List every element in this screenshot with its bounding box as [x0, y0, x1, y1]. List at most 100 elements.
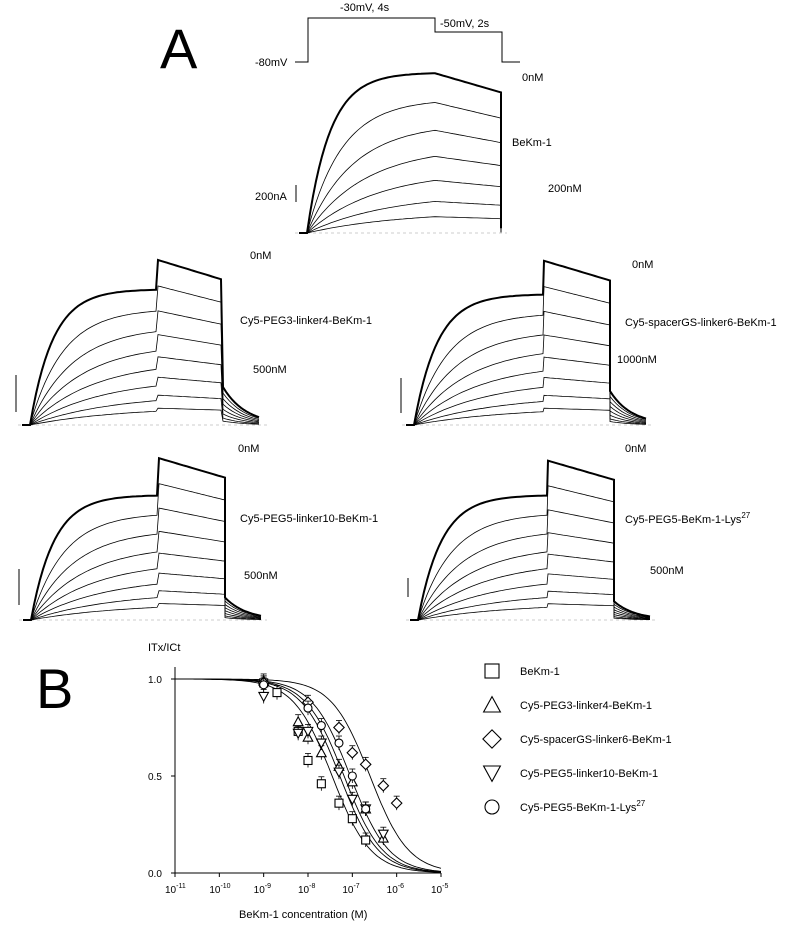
data-point-triangle-down: [315, 738, 328, 749]
trace-g2-high-label: 500nM: [244, 570, 278, 582]
current-trace: [299, 72, 502, 234]
legend-marker-triangle-down: [482, 765, 502, 783]
data-point-triangle-down: [377, 829, 390, 841]
trace-top-name: BeKm-1: [512, 137, 552, 149]
trace-panel-spacergs-linker6: 0nM Cy5-spacerGS-linker6-BeKm-1 1000nM: [400, 259, 777, 426]
data-point-square: [347, 814, 357, 824]
y-tick-label: 0.5: [148, 772, 162, 783]
current-trace: [23, 530, 262, 621]
trace-g0-high-label: 500nM: [253, 364, 287, 376]
legend-marker-square: [484, 663, 500, 679]
current-trace: [406, 356, 647, 426]
current-trace: [22, 394, 260, 426]
current-trace: [299, 129, 502, 234]
data-point-triangle-down: [257, 691, 270, 703]
current-trace: [22, 334, 260, 426]
legend-label: Cy5-PEG3-linker4-BeKm-1: [520, 700, 652, 712]
current-trace: [23, 572, 262, 621]
current-trace: [406, 407, 647, 426]
legend-marker-diamond: [482, 729, 502, 749]
current-trace: [22, 376, 260, 426]
current-trace: [23, 483, 262, 621]
x-tick-label: 10-8: [298, 883, 315, 896]
current-trace: [406, 259, 647, 426]
legend-marker-circle: [484, 799, 500, 815]
data-point-diamond: [333, 721, 345, 734]
trace-panel-peg5-linker10: 0nM Cy5-PEG5-linker10-BeKm-1 500nM: [18, 443, 378, 621]
protocol-step1-label: -30mV, 4s: [340, 2, 390, 14]
trace-g3-high-label: 500nM: [650, 565, 684, 577]
data-point-circle: [334, 738, 344, 748]
x-tick-label: 10-6: [387, 883, 404, 896]
current-trace: [406, 394, 647, 426]
legend-label: Cy5-spacerGS-linker6-BeKm-1: [520, 734, 672, 746]
x-tick-label: 10-9: [254, 883, 271, 896]
current-trace: [410, 509, 651, 621]
current-trace: [410, 590, 651, 621]
trace-g3-low-label: 0nM: [625, 443, 646, 455]
trace-panel-bekm1: 200nA 0nM BeKm-1 200nM: [255, 72, 582, 234]
current-trace: [410, 459, 651, 621]
data-point-diamond: [346, 746, 359, 759]
data-point-square: [334, 798, 344, 808]
current-trace: [410, 603, 650, 621]
current-trace: [299, 200, 502, 234]
data-point-circle: [316, 721, 326, 731]
protocol-hold-label: -80mV: [255, 57, 288, 69]
current-trace: [299, 155, 502, 234]
current-trace: [23, 456, 262, 621]
data-point-square: [316, 779, 326, 789]
protocol-step2-label: -50mV, 2s: [440, 18, 490, 30]
data-point-circle: [303, 703, 313, 713]
current-trace: [22, 356, 260, 426]
current-trace: [22, 285, 260, 426]
x-tick-label: 10-5: [431, 883, 448, 896]
data-point-diamond: [390, 797, 403, 810]
legend-marker-triangle-up: [482, 695, 502, 713]
current-trace: [406, 334, 647, 426]
y-tick-label: 0.0: [148, 869, 162, 880]
data-point-square: [361, 835, 371, 845]
panel-b-letter: B: [36, 657, 73, 720]
data-point-diamond: [377, 779, 390, 792]
current-trace: [299, 216, 502, 234]
x-axis-label: BeKm-1 concentration (M): [239, 909, 367, 921]
trace-panel-peg3-linker4: 0nM Cy5-PEG3-linker4-BeKm-1 500nM: [15, 250, 372, 426]
trace-g0-name: Cy5-PEG3-linker4-BeKm-1: [240, 315, 372, 327]
current-trace: [23, 507, 262, 621]
data-point-triangle-up: [292, 715, 304, 727]
trace-g2-low-label: 0nM: [238, 443, 259, 455]
data-point-diamond: [359, 758, 372, 771]
data-points: [257, 673, 403, 848]
data-point-triangle-down: [333, 767, 345, 779]
data-point-circle: [347, 771, 357, 781]
data-point-square: [303, 755, 313, 766]
legend-label: Cy5-PEG5-linker10-BeKm-1: [520, 768, 658, 780]
data-point-circle: [259, 680, 269, 690]
trace-top-low-label: 0nM: [522, 72, 543, 84]
current-trace: [410, 485, 651, 621]
trace-panel-peg5-lys27: 0nM Cy5-PEG5-BeKm-1-Lys27 500nM: [406, 443, 751, 621]
y-tick-label: 1.0: [148, 675, 162, 686]
current-trace: [299, 179, 502, 234]
current-trace: [299, 102, 502, 234]
data-point-triangle-down: [292, 728, 304, 740]
voltage-protocol: -80mV -30mV, 4s -50mV, 2s: [255, 2, 520, 69]
current-trace: [22, 258, 260, 426]
panel-a-letter: A: [160, 17, 198, 80]
current-trace: [406, 286, 647, 426]
trace-g1-low-label: 0nM: [632, 259, 653, 271]
legend: BeKm-1Cy5-PEG3-linker4-BeKm-1Cy5-spacerG…: [482, 663, 672, 815]
current-trace: [23, 603, 262, 621]
trace-top-high-label: 200nM: [548, 183, 582, 195]
data-point-triangle-up: [315, 746, 328, 758]
trace-g1-high-label: 1000nM: [617, 354, 657, 366]
data-point-square: [272, 688, 282, 698]
data-point-triangle-down: [302, 726, 314, 738]
x-tick-label: 10-10: [209, 883, 230, 896]
current-trace: [410, 553, 651, 621]
y-axis-label: ITx/ICt: [148, 642, 180, 654]
trace-g3-name: Cy5-PEG5-BeKm-1-Lys27: [625, 511, 751, 526]
data-point-triangle-down: [346, 794, 359, 806]
